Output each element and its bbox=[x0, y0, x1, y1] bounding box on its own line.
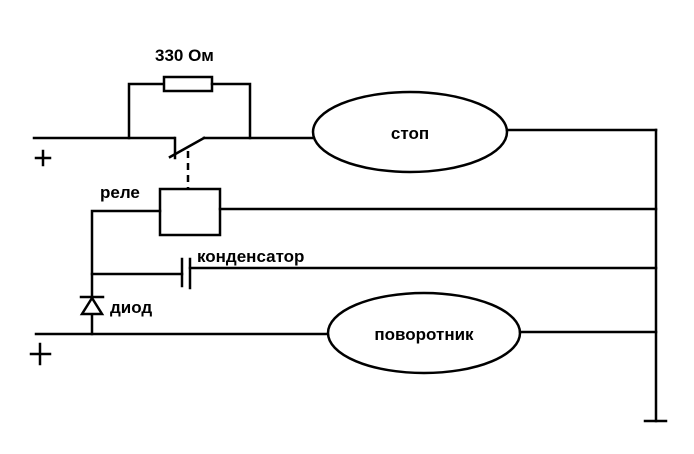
resistor-bypass bbox=[127, 75, 252, 140]
plus-terminal-bottom bbox=[29, 342, 52, 366]
resistor bbox=[162, 75, 214, 93]
relay-coil bbox=[158, 187, 222, 237]
stop-lamp-label: стоп bbox=[391, 124, 429, 143]
stop-lamp bbox=[311, 90, 509, 174]
diode-label: диод bbox=[110, 298, 152, 317]
wire-relay-left bbox=[90, 209, 162, 336]
capacitor-label: конденсатор bbox=[197, 247, 304, 266]
resistor-label: 330 Ом bbox=[155, 46, 214, 65]
plus-terminal-top bbox=[34, 149, 52, 167]
relay-label: реле bbox=[100, 183, 140, 202]
turn-lamp-label: поворотник bbox=[374, 325, 474, 344]
capacitor bbox=[90, 257, 658, 290]
relay-switch bbox=[168, 136, 314, 189]
diode bbox=[79, 295, 105, 316]
